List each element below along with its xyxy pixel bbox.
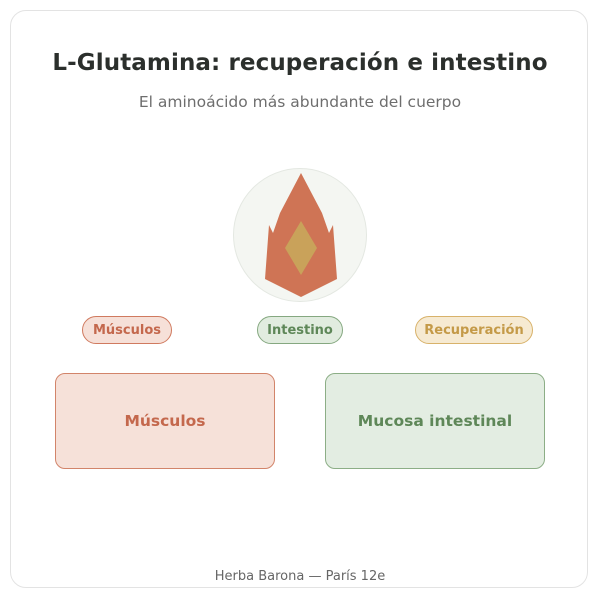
box-mucosa-intestinal: Mucosa intestinal — [325, 373, 545, 469]
emblem-circle — [233, 168, 367, 302]
flame-core — [285, 221, 317, 275]
page-subtitle: El aminoácido más abundante del cuerpo — [138, 93, 462, 111]
tag-musculos: Músculos — [82, 316, 172, 344]
tag-recuperacion: Recuperación — [415, 316, 533, 344]
tag-intestino: Intestino — [257, 316, 343, 344]
box-musculos: Músculos — [55, 373, 275, 469]
flame-icon — [265, 173, 337, 297]
page-title: L-Glutamina: recuperación e intestino — [52, 50, 548, 76]
footer-text: Herba Barona — París 12e — [214, 569, 386, 584]
